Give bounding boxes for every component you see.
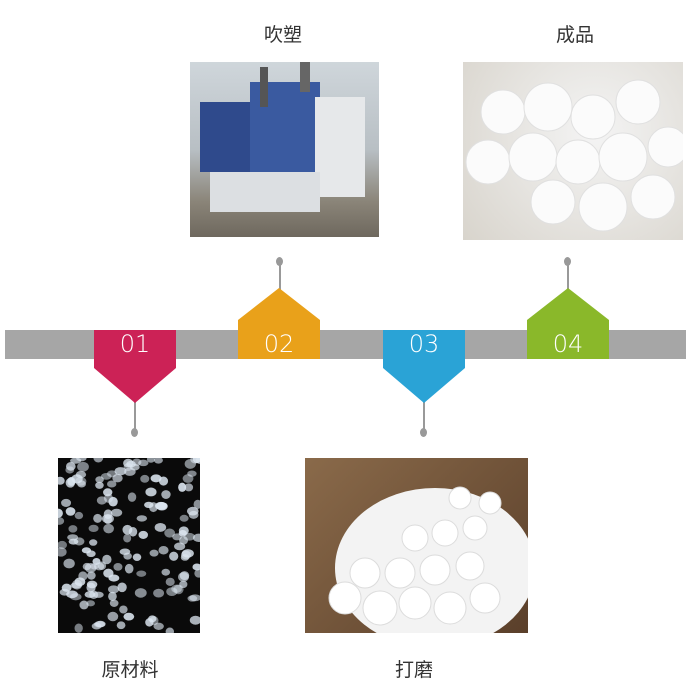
step-marker-02: 02 bbox=[238, 288, 320, 359]
connector-line bbox=[567, 262, 569, 290]
connector-dot bbox=[420, 428, 427, 437]
connector-line bbox=[134, 400, 136, 430]
connector-dot bbox=[564, 257, 571, 266]
step-marker-04: 04 bbox=[527, 288, 609, 359]
pellets-graphic bbox=[58, 458, 200, 633]
raw-material-pellets-photo bbox=[58, 458, 200, 633]
step-label-grinding: 打磨 bbox=[394, 659, 433, 681]
step-label-raw-material: 原材料 bbox=[101, 659, 159, 681]
connector-dot bbox=[131, 428, 138, 437]
step-number: 01 bbox=[119, 330, 151, 358]
step-number: 04 bbox=[552, 330, 584, 358]
grinding-balls-photo bbox=[305, 458, 528, 633]
step-marker-01: 01 bbox=[94, 330, 176, 403]
step-label-blow-molding: 吹塑 bbox=[263, 24, 302, 46]
connector-line bbox=[423, 400, 425, 430]
step-number: 02 bbox=[263, 330, 295, 358]
step-label-finished: 成品 bbox=[555, 24, 594, 46]
step-number: 03 bbox=[408, 330, 440, 358]
connector-dot bbox=[276, 257, 283, 266]
connector-line bbox=[279, 262, 281, 290]
finished-balls-photo bbox=[463, 62, 683, 240]
white-balls-graphic bbox=[465, 79, 683, 232]
grinding-balls-graphic bbox=[328, 486, 528, 633]
blow-molding-machine-photo bbox=[190, 62, 379, 237]
step-marker-03: 03 bbox=[383, 330, 465, 403]
